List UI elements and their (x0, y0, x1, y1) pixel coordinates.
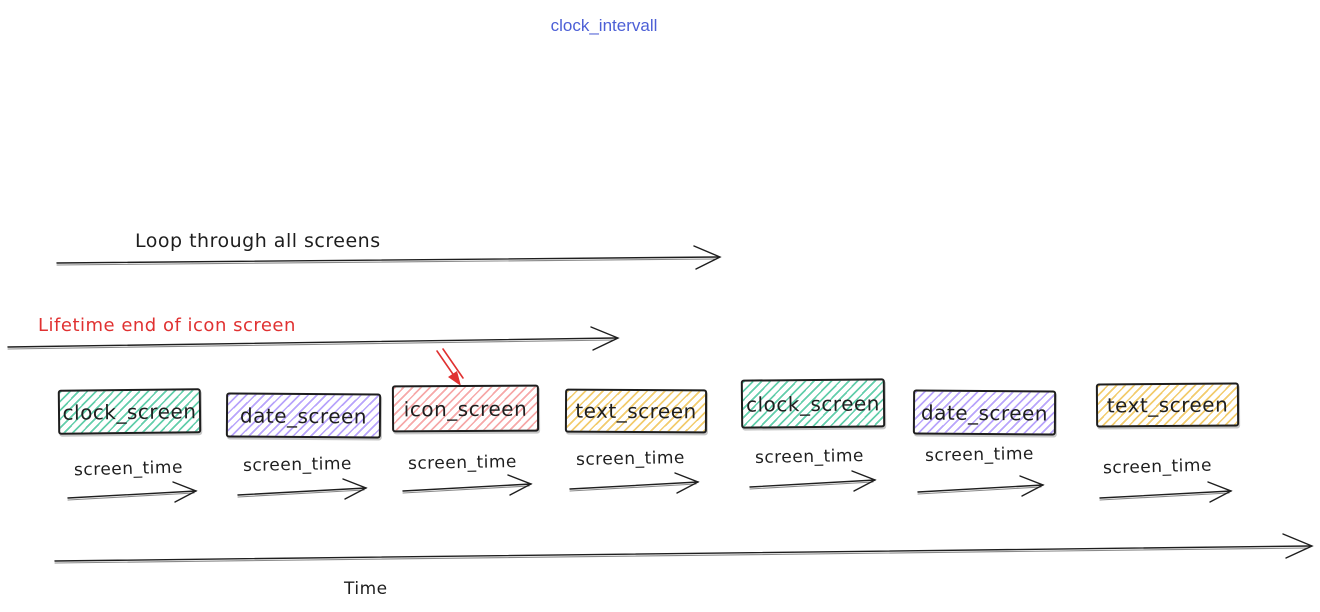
screen-time-arrow-5 (749, 470, 877, 492)
box-date-screen-2-label: date_screen (920, 400, 1049, 425)
box-date-screen-2: date_screen (912, 389, 1057, 436)
screen-time-label-2: screen_time (242, 454, 353, 476)
time-axis-label: Time (344, 579, 388, 599)
screen-time-arrow-2 (237, 478, 368, 500)
time-axis-arrow (54, 533, 1314, 564)
screen-time-label-4: screen_time (575, 448, 686, 470)
box-date-screen-1: date_screen (225, 392, 382, 439)
icon-screen-pointer-arrow (436, 348, 464, 386)
screen-time-label-3: screen_time (407, 452, 518, 474)
screen-time-label-1: screen_time (73, 457, 184, 481)
box-clock-screen-1-label: clock_screen (62, 398, 197, 425)
diagram-title: clock_intervall (550, 16, 658, 35)
screen-time-label-7: screen_time (1102, 455, 1213, 479)
box-date-screen-1-label: date_screen (239, 403, 368, 428)
box-clock-screen-2: clock_screen (740, 378, 886, 429)
screen-time-arrow-6 (917, 475, 1045, 497)
screen-time-arrow-3 (402, 474, 533, 496)
screen-time-label-5: screen_time (754, 446, 865, 468)
box-icon-screen: icon_screen (391, 384, 540, 433)
box-clock-screen-1: clock_screen (57, 388, 202, 435)
box-clock-screen-2-label: clock_screen (745, 390, 881, 417)
screen-time-arrow-7 (1099, 481, 1233, 503)
box-icon-screen-label: icon_screen (403, 396, 528, 421)
screen-time-label-6: screen_time (924, 444, 1035, 466)
screen-time-arrow-4 (569, 472, 700, 494)
lifetime-arrow-label: Lifetime end of icon screen (38, 315, 296, 336)
loop-arrow-label: Loop through all screens (135, 230, 381, 252)
box-text-screen-1-label: text_screen (575, 398, 697, 424)
box-text-screen-1: text_screen (564, 388, 708, 434)
box-text-screen-2-label: text_screen (1106, 392, 1229, 418)
box-text-screen-2: text_screen (1095, 382, 1240, 428)
screen-time-arrow-1 (67, 481, 198, 503)
loop-arrow (56, 245, 722, 270)
lifetime-arrow (7, 326, 620, 351)
